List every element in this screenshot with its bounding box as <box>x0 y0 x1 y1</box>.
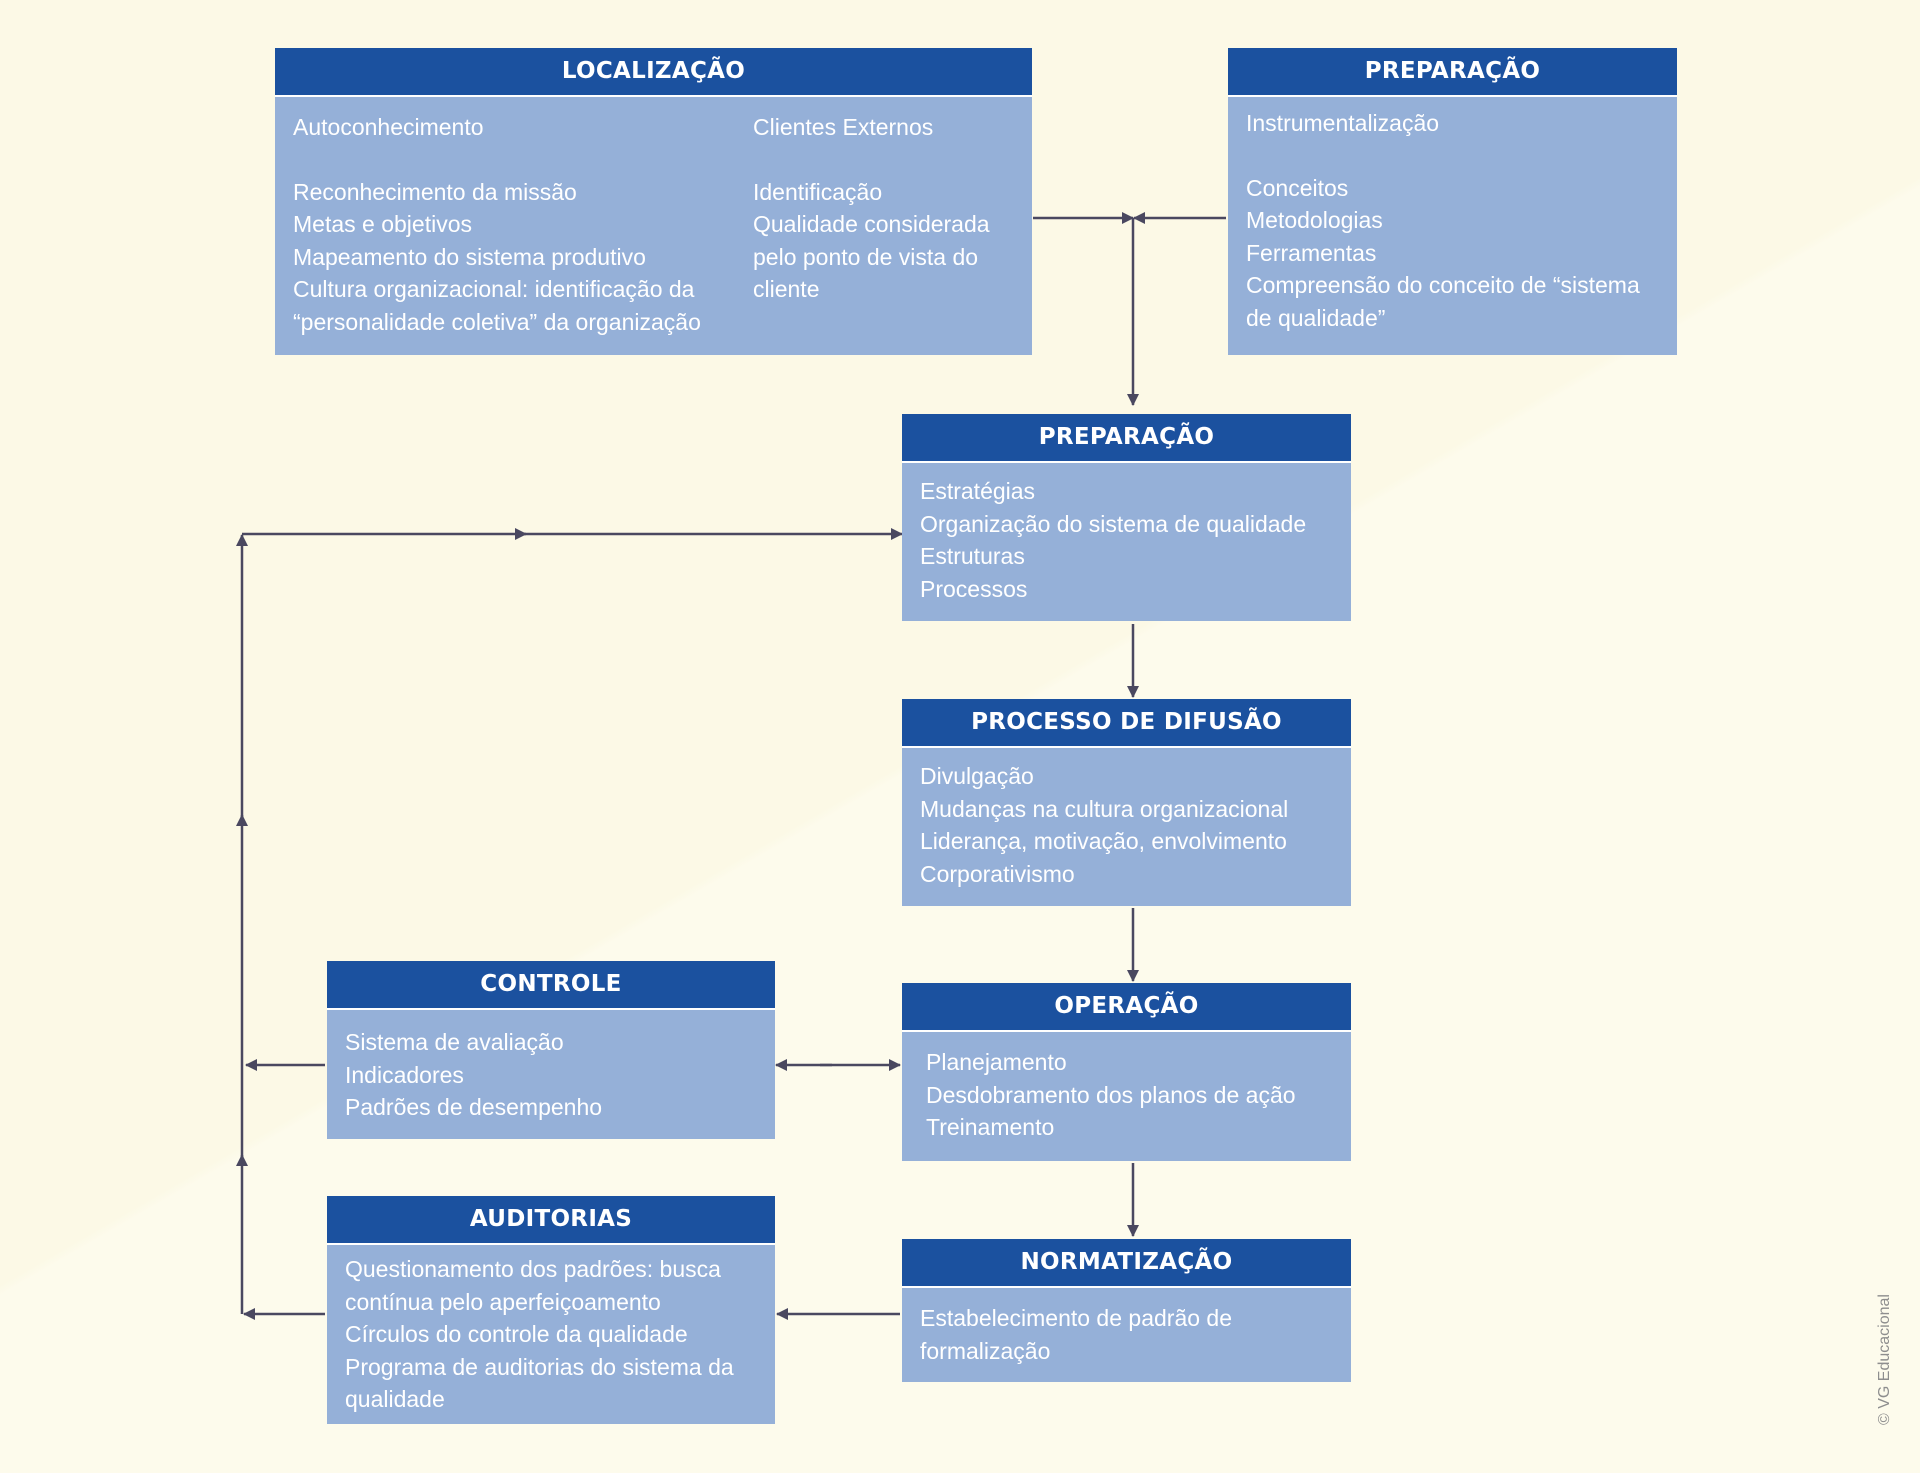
autoconhecimento-column: Autoconhecimento Reconhecimento da missã… <box>293 111 753 338</box>
localizacao-box: LOCALIZAÇÃO Autoconhecimento Reconhecime… <box>275 48 1032 355</box>
list-item: Corporativismo <box>920 860 1075 887</box>
auditorias-box: AUDITORIAS Questionamento dos padrões: b… <box>327 1196 775 1424</box>
auditorias-title: AUDITORIAS <box>327 1196 775 1245</box>
clientes-externos-column: Clientes Externos Identificação Qualidad… <box>753 111 1014 338</box>
operacao-title: OPERAÇÃO <box>902 983 1351 1032</box>
list-item: Indicadores <box>345 1061 464 1088</box>
list-item: Treinamento <box>926 1114 1055 1140</box>
list-item: “personalidade coletiva” da organização <box>293 308 701 335</box>
list-item: Ferramentas <box>1246 239 1377 266</box>
list-item: Planejamento <box>926 1049 1067 1075</box>
list-item: Metas e objetivos <box>293 211 472 237</box>
list-item: Mudanças na cultura organizacional <box>920 795 1289 822</box>
normatizacao-title: NORMATIZAÇÃO <box>902 1239 1351 1288</box>
list-item: Processos <box>920 575 1028 602</box>
difusao-box: PROCESSO DE DIFUSÃO Divulgação Mudanças … <box>902 699 1351 906</box>
list-item: Sistema de avaliação <box>345 1029 564 1055</box>
list-item: Reconhecimento da missão <box>293 178 577 205</box>
list-item: Questionamento dos padrões: busca <box>345 1256 721 1282</box>
list-item: pelo ponto de vista do <box>753 243 979 270</box>
clientes-externos-heading: Clientes Externos <box>753 114 934 140</box>
list-item: Metodologias <box>1246 207 1383 233</box>
list-item: Padrões de desempenho <box>345 1094 603 1120</box>
list-item: formalização <box>920 1337 1051 1364</box>
list-item: Mapeamento do sistema produtivo <box>293 243 646 270</box>
list-item: Conceitos <box>1246 174 1349 201</box>
list-item: Qualidade considerada <box>753 211 990 237</box>
list-item: Liderança, motivação, envolvimento <box>920 828 1287 854</box>
preparacao-top-box: PREPARAÇÃO Instrumentalização Conceitos … <box>1228 48 1677 355</box>
list-item: Organização do sistema de qualidade <box>920 510 1307 537</box>
list-item: Identificação <box>753 178 883 205</box>
preparacao-box: PREPARAÇÃO Estratégias Organização do si… <box>902 414 1351 621</box>
list-item: de qualidade” <box>1246 304 1386 331</box>
copyright-credit: © VG Educacional <box>1876 1294 1893 1425</box>
list-item: contínua pelo aperfeiçoamento <box>345 1288 661 1315</box>
list-item: Estratégias <box>920 478 1036 504</box>
list-item: qualidade <box>345 1386 445 1412</box>
list-item: Círculos do controle da qualidade <box>345 1321 688 1347</box>
controle-box: CONTROLE Sistema de avaliação Indicadore… <box>327 961 775 1139</box>
controle-title: CONTROLE <box>327 961 775 1010</box>
autoconhecimento-heading: Autoconhecimento <box>293 114 484 140</box>
preparacao-top-title: PREPARAÇÃO <box>1228 48 1677 97</box>
localizacao-title: LOCALIZAÇÃO <box>275 48 1032 97</box>
instrumentalizacao-heading: Instrumentalização <box>1246 110 1440 136</box>
list-item: Desdobramento dos planos de ação <box>926 1081 1296 1108</box>
difusao-title: PROCESSO DE DIFUSÃO <box>902 699 1351 748</box>
list-item: Programa de auditorias do sistema da <box>345 1353 734 1380</box>
list-item: Cultura organizacional: identificação da <box>293 276 695 302</box>
normatizacao-box: NORMATIZAÇÃO Estabelecimento de padrão d… <box>902 1239 1351 1382</box>
list-item: cliente <box>753 276 820 302</box>
operacao-box: OPERAÇÃO Planejamento Desdobramento dos … <box>902 983 1351 1161</box>
list-item: Compreensão do conceito de “sistema <box>1246 272 1640 298</box>
list-item: Estruturas <box>920 543 1025 569</box>
list-item: Estabelecimento de padrão de <box>920 1305 1232 1331</box>
list-item: Divulgação <box>920 763 1034 789</box>
preparacao-title: PREPARAÇÃO <box>902 414 1351 463</box>
